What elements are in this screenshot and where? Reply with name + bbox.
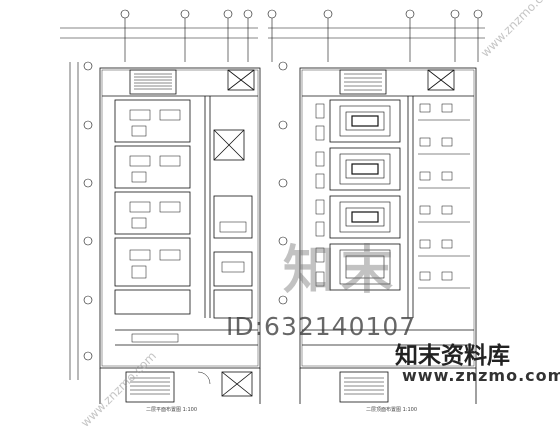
ceiling-panel-1	[329, 99, 401, 143]
left-plan-caption: 二层平面布置图 1:100	[146, 407, 197, 413]
grid-axis-side	[69, 61, 288, 380]
ceiling-panel-3	[329, 195, 401, 239]
left-plan	[99, 67, 261, 404]
watermark-brand: 知末资料库	[395, 343, 510, 369]
ceiling-panel-4	[329, 243, 401, 291]
watermark-url: www.znzmo.com	[402, 366, 560, 385]
grid-axis-top	[60, 9, 485, 62]
right-plan	[299, 67, 477, 404]
right-plan-caption: 二层顶面布置图 1:100	[366, 407, 417, 413]
watermark-logo-text: 知末	[283, 241, 400, 301]
ceiling-panel-2	[329, 147, 401, 191]
watermark-id: ID:632140107	[226, 312, 417, 341]
floor-plan-drawing	[60, 9, 485, 404]
cad-drawing: 二层平面布置图 1:100 二层顶面布置图 1:100 知末 ID:632140…	[60, 0, 560, 430]
